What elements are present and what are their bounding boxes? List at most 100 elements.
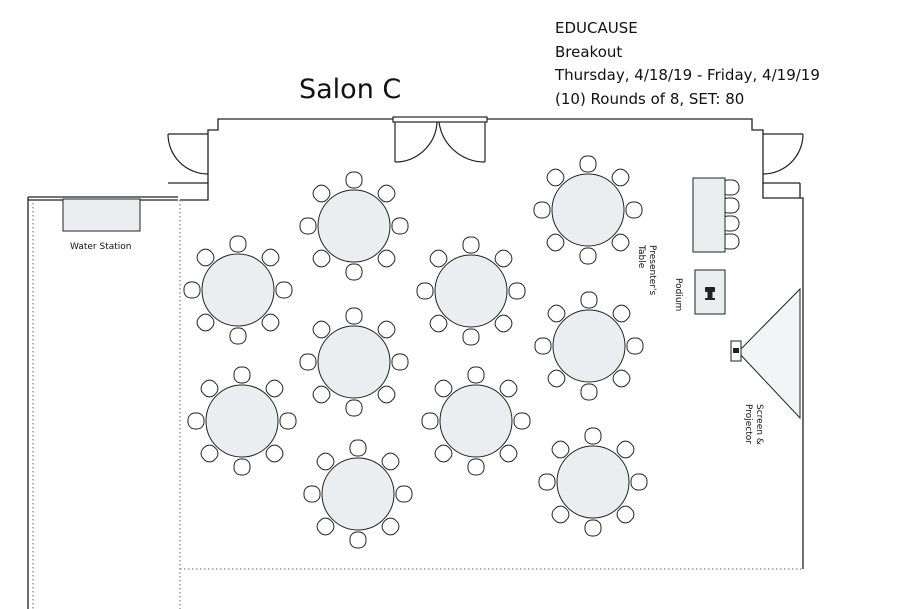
event-info: EDUCAUSE Breakout Thursday, 4/18/19 - Fr… xyxy=(555,17,820,111)
chair xyxy=(499,444,518,463)
chair xyxy=(377,385,396,404)
chair xyxy=(279,412,297,430)
projection-cone xyxy=(737,287,801,420)
svg-text:Table: Table xyxy=(636,244,646,269)
event-dates: Thursday, 4/18/19 - Friday, 4/19/19 xyxy=(555,66,820,84)
round-table xyxy=(534,291,644,401)
chair xyxy=(513,412,531,430)
presenter-table-top xyxy=(692,177,726,253)
chair xyxy=(612,369,631,388)
chair xyxy=(345,171,363,189)
chair xyxy=(462,236,480,254)
water-station-label: Water Station xyxy=(70,242,131,252)
chair xyxy=(421,412,439,430)
chair xyxy=(196,313,215,332)
chair xyxy=(508,282,526,300)
table-top xyxy=(201,253,275,327)
chair xyxy=(579,247,597,265)
chair xyxy=(200,444,219,463)
chair xyxy=(349,439,367,457)
event-type: Breakout xyxy=(555,42,623,61)
presenters-table-label: Presenter's Table xyxy=(636,244,657,295)
chair xyxy=(229,235,247,253)
svg-text:Presenter's: Presenter's xyxy=(647,245,657,295)
chair xyxy=(630,473,648,491)
presenters-table xyxy=(692,177,740,253)
round-table xyxy=(187,366,297,476)
chair xyxy=(377,184,396,203)
chair xyxy=(183,281,201,299)
chair xyxy=(494,249,513,268)
door-right xyxy=(762,133,804,175)
chair xyxy=(265,444,284,463)
table-top xyxy=(317,325,391,399)
door-main xyxy=(392,116,488,163)
chair xyxy=(261,313,280,332)
chair xyxy=(551,505,570,524)
chair xyxy=(616,505,635,524)
chair xyxy=(312,320,331,339)
chair xyxy=(584,427,602,445)
chair xyxy=(429,314,448,333)
chair xyxy=(434,444,453,463)
chair xyxy=(229,327,247,345)
chair xyxy=(611,168,630,187)
chair xyxy=(345,399,363,417)
chair xyxy=(349,531,367,549)
svg-text:Projector: Projector xyxy=(743,404,753,444)
chair xyxy=(312,249,331,268)
round-table xyxy=(533,155,643,265)
chair xyxy=(233,458,251,476)
chair xyxy=(381,452,400,471)
chair xyxy=(312,184,331,203)
chair xyxy=(316,452,335,471)
round-table xyxy=(183,235,293,345)
event-setup: (10) Rounds of 8, SET: 80 xyxy=(555,89,745,108)
round-table xyxy=(299,307,409,417)
round-table xyxy=(303,439,413,549)
table-top xyxy=(556,445,630,519)
chair xyxy=(377,320,396,339)
chair xyxy=(303,485,321,503)
table-top xyxy=(317,189,391,263)
chair xyxy=(416,282,434,300)
podium xyxy=(694,269,726,315)
chair xyxy=(467,458,485,476)
chair xyxy=(265,379,284,398)
chair xyxy=(196,248,215,267)
chair xyxy=(200,379,219,398)
chair xyxy=(625,201,643,219)
table-top xyxy=(205,384,279,458)
round-table xyxy=(416,236,526,346)
round-tables xyxy=(183,155,648,549)
event-name: EDUCAUSE xyxy=(555,19,638,37)
table-top xyxy=(321,457,395,531)
chair xyxy=(377,249,396,268)
chair xyxy=(547,369,566,388)
chair xyxy=(612,304,631,323)
round-table xyxy=(538,427,648,537)
dotted-boundaries xyxy=(32,200,803,609)
chair xyxy=(547,304,566,323)
chair xyxy=(534,337,552,355)
chair xyxy=(429,249,448,268)
water-station xyxy=(62,198,141,232)
chair xyxy=(580,383,598,401)
chair xyxy=(345,263,363,281)
chair xyxy=(395,485,413,503)
room-title: Salon C xyxy=(299,74,402,105)
chair xyxy=(546,168,565,187)
chair xyxy=(434,379,453,398)
chair xyxy=(499,379,518,398)
door-left xyxy=(167,133,209,175)
screen-projector xyxy=(730,287,801,420)
chair xyxy=(391,217,409,235)
chair xyxy=(546,233,565,252)
chair xyxy=(584,519,602,537)
chair xyxy=(538,473,556,491)
chair xyxy=(462,328,480,346)
chair xyxy=(299,217,317,235)
room-walls xyxy=(27,118,804,609)
chair xyxy=(611,233,630,252)
chair xyxy=(391,353,409,371)
